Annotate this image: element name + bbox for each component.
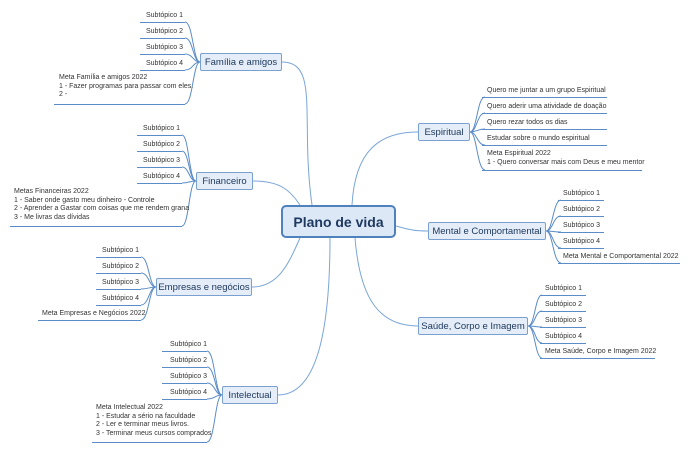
underline: [92, 442, 207, 443]
note-line: 1 - Quero conversar mais com Deus e meu …: [487, 158, 645, 166]
underline: [96, 305, 141, 306]
underline: [140, 22, 185, 23]
note-line: 1 - Estudar a sério na faculdade: [96, 412, 196, 420]
underline: [540, 311, 586, 312]
underline: [137, 151, 182, 152]
subtopic-familia-4[interactable]: Subtópico 4: [146, 60, 183, 67]
subtopic-familia-2[interactable]: Subtópico 2: [146, 28, 183, 35]
underline: [162, 367, 207, 368]
subtopic-familia-1[interactable]: Subtópico 1: [146, 12, 183, 19]
subtopic-espiritual-4[interactable]: Estudar sobre o mundo espiritual: [487, 135, 590, 142]
subtopic-saude-1[interactable]: Subtópico 1: [545, 285, 582, 292]
subtopic-intelectual-2[interactable]: Subtópico 2: [170, 357, 207, 364]
note-empresas[interactable]: Meta Empresas e Negócios 2022: [42, 310, 146, 319]
underline: [10, 226, 182, 227]
subtopic-saude-3[interactable]: Subtópico 3: [545, 317, 582, 324]
underline: [137, 167, 182, 168]
note-line: Meta Família e amigos 2022: [59, 74, 148, 81]
underline: [140, 70, 185, 71]
subtopic-intelectual-3[interactable]: Subtópico 3: [170, 373, 207, 380]
subtopic-financeiro-1[interactable]: Subtópico 1: [143, 125, 180, 132]
note-line: Metas Financeiras 2022: [14, 188, 89, 195]
underline: [540, 343, 586, 344]
note-saude[interactable]: Meta Saúde, Corpo e Imagem 2022: [545, 348, 656, 357]
subtopic-empresas-1[interactable]: Subtópico 1: [102, 247, 139, 254]
note-familia[interactable]: Meta Família e amigos 2022 1 - Fazer pro…: [59, 74, 193, 100]
underline: [137, 183, 182, 184]
subtopic-mental-3[interactable]: Subtópico 3: [563, 222, 600, 229]
subtopic-intelectual-4[interactable]: Subtópico 4: [170, 389, 207, 396]
subtopic-empresas-4[interactable]: Subtópico 4: [102, 295, 139, 302]
note-line: Meta Intelectual 2022: [96, 404, 163, 411]
underline: [540, 358, 655, 359]
underline: [558, 263, 680, 264]
central-topic[interactable]: Plano de vida: [281, 205, 396, 238]
note-line: 2 - Ler e terminar meus livros.: [96, 421, 189, 429]
subtopic-familia-3[interactable]: Subtópico 3: [146, 44, 183, 51]
note-line: Meta Empresas e Negócios 2022: [42, 310, 146, 317]
underline: [137, 135, 182, 136]
underline: [38, 320, 141, 321]
note-espiritual[interactable]: Meta Espiritual 2022 1 - Quero conversar…: [487, 150, 645, 167]
branch-espiritual[interactable]: Espiritual: [418, 123, 470, 141]
branch-financeiro[interactable]: Financeiro: [196, 172, 253, 190]
note-financeiro[interactable]: Metas Financeiras 2022 1 - Saber onde ga…: [14, 188, 189, 222]
underline: [162, 351, 207, 352]
underline: [96, 257, 141, 258]
branch-mental-e-comportamental[interactable]: Mental e Comportamental: [428, 222, 546, 240]
underline: [96, 273, 141, 274]
note-line: 1 - Fazer programas para passar com eles…: [59, 82, 194, 90]
underline: [558, 200, 604, 201]
note-line: 3 - Terminar meus cursos comprados: [96, 429, 212, 437]
branch-empresas-e-negocios[interactable]: Empresas e negócios: [156, 278, 252, 296]
subtopic-financeiro-3[interactable]: Subtópico 3: [143, 157, 180, 164]
subtopic-empresas-2[interactable]: Subtópico 2: [102, 263, 139, 270]
note-line: 2 - Aprender a Gastar com coisas que me …: [14, 205, 190, 213]
note-line: 2 -: [59, 91, 68, 99]
subtopic-mental-4[interactable]: Subtópico 4: [563, 238, 600, 245]
subtopic-espiritual-2[interactable]: Quero aderir uma atividade de doação: [487, 103, 607, 110]
underline: [558, 248, 604, 249]
subtopic-espiritual-3[interactable]: Quero rezar todos os dias: [487, 119, 568, 126]
subtopic-saude-4[interactable]: Subtópico 4: [545, 333, 582, 340]
branch-intelectual[interactable]: Intelectual: [222, 386, 278, 404]
subtopic-empresas-3[interactable]: Subtópico 3: [102, 279, 139, 286]
subtopic-mental-2[interactable]: Subtópico 2: [563, 206, 600, 213]
underline: [540, 327, 586, 328]
underline: [482, 129, 607, 130]
underline: [482, 170, 642, 171]
note-mental[interactable]: Meta Mental e Comportamental 2022: [563, 253, 679, 262]
underline: [540, 295, 586, 296]
note-intelectual[interactable]: Meta Intelectual 2022 1 - Estudar a séri…: [96, 404, 211, 438]
underline: [140, 38, 185, 39]
note-line: 1 - Saber onde gasto meu dinheiro - Cont…: [14, 196, 155, 204]
underline: [162, 399, 207, 400]
underline: [482, 113, 607, 114]
note-line: 3 - Me livras das dívidas: [14, 213, 90, 221]
branch-familia-e-amigos[interactable]: Família e amigos: [200, 53, 282, 71]
subtopic-espiritual-1[interactable]: Quero me juntar a um grupo Espiritual: [487, 87, 606, 94]
subtopic-intelectual-1[interactable]: Subtópico 1: [170, 341, 207, 348]
underline: [558, 216, 604, 217]
note-line: Meta Saúde, Corpo e Imagem 2022: [545, 348, 657, 355]
underline: [54, 104, 185, 105]
underline: [140, 54, 185, 55]
subtopic-mental-1[interactable]: Subtópico 1: [563, 190, 600, 197]
underline: [482, 97, 607, 98]
underline: [482, 145, 607, 146]
underline: [558, 232, 604, 233]
underline: [96, 289, 141, 290]
branch-saude-corpo-e-imagem[interactable]: Saúde, Corpo e Imagem: [418, 317, 528, 335]
note-line: Meta Mental e Comportamental 2022: [563, 253, 679, 260]
subtopic-financeiro-4[interactable]: Subtópico 4: [143, 173, 180, 180]
note-line: Meta Espiritual 2022: [487, 150, 551, 157]
subtopic-saude-2[interactable]: Subtópico 2: [545, 301, 582, 308]
subtopic-financeiro-2[interactable]: Subtópico 2: [143, 141, 180, 148]
underline: [162, 383, 207, 384]
